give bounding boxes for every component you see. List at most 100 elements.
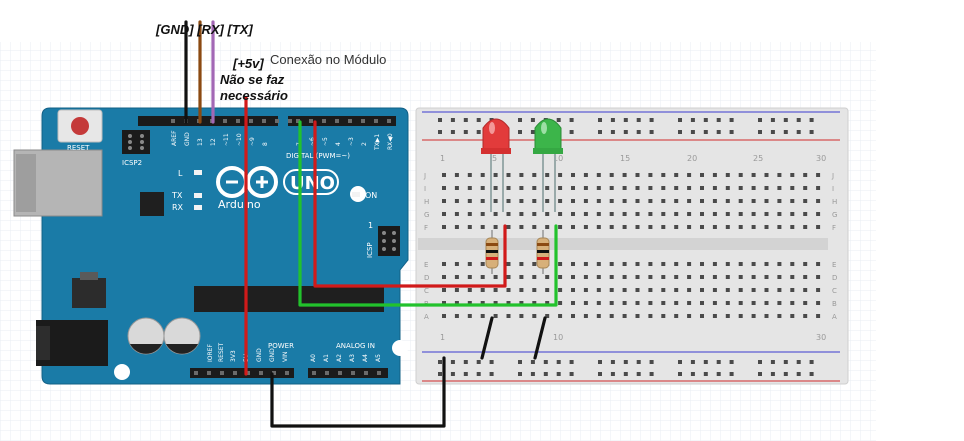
bb-rail-hole bbox=[649, 118, 654, 122]
bb-hole bbox=[480, 225, 485, 229]
bb-hole bbox=[545, 186, 550, 190]
bb-rail-hole bbox=[716, 372, 721, 376]
bb-hole bbox=[622, 301, 627, 305]
bb-rail-hole bbox=[690, 360, 695, 364]
bb-hole bbox=[635, 262, 640, 266]
bb-hole bbox=[480, 288, 485, 292]
bb-rail-hole bbox=[476, 130, 481, 134]
bb-hole bbox=[803, 314, 808, 318]
bb-hole bbox=[519, 173, 524, 177]
resistor-1 bbox=[485, 230, 499, 274]
bb-hole bbox=[635, 186, 640, 190]
bb-hole bbox=[803, 225, 808, 229]
pin-a4: A4 bbox=[362, 354, 369, 362]
bb-hole bbox=[519, 186, 524, 190]
bb-rail-hole bbox=[610, 372, 615, 376]
bb-hole bbox=[661, 262, 666, 266]
bb-rail-hole bbox=[610, 130, 615, 134]
bb-hole bbox=[558, 301, 563, 305]
bb-hole bbox=[622, 275, 627, 279]
bb-col-1b: 1 bbox=[440, 333, 445, 342]
bb-hole bbox=[532, 212, 537, 216]
bb-hole bbox=[712, 225, 717, 229]
bb-hole bbox=[583, 314, 588, 318]
bb-rail-hole bbox=[530, 372, 535, 376]
bb-hole bbox=[687, 173, 692, 177]
bb-hole bbox=[712, 314, 717, 318]
bb-hole bbox=[661, 173, 666, 177]
pin-8: 8 bbox=[262, 142, 269, 146]
bb-rail-hole bbox=[518, 118, 522, 122]
header-pin bbox=[377, 371, 381, 375]
bb-rail-hole bbox=[489, 372, 494, 376]
bb-hole bbox=[442, 275, 446, 279]
bb-rail-hole bbox=[770, 372, 775, 376]
bb-hole bbox=[442, 301, 446, 305]
bb-hole bbox=[777, 186, 782, 190]
pin-aref: AREF bbox=[171, 130, 178, 146]
bb-hole bbox=[454, 275, 459, 279]
bb-hole bbox=[738, 301, 743, 305]
header-pin bbox=[338, 371, 342, 375]
bb-hole bbox=[635, 225, 640, 229]
bb-rail-hole bbox=[796, 372, 801, 376]
bb-hole bbox=[506, 314, 511, 318]
bb-hole bbox=[777, 225, 782, 229]
bb-hole bbox=[493, 288, 498, 292]
bb-row-letter: A bbox=[832, 313, 837, 321]
bb-hole bbox=[622, 314, 627, 318]
bb-hole bbox=[545, 275, 550, 279]
bb-hole bbox=[596, 225, 601, 229]
bb-hole bbox=[712, 186, 717, 190]
bb-hole bbox=[532, 262, 537, 266]
bb-hole bbox=[493, 314, 498, 318]
bb-hole bbox=[648, 225, 653, 229]
bb-hole bbox=[558, 288, 563, 292]
bb-hole bbox=[622, 288, 627, 292]
usb-chip bbox=[140, 192, 164, 216]
bb-hole bbox=[454, 212, 459, 216]
bb-hole bbox=[751, 275, 756, 279]
bb-rail-hole bbox=[716, 130, 721, 134]
bb-hole bbox=[674, 199, 679, 203]
bb-hole bbox=[467, 301, 472, 305]
header-pin bbox=[259, 371, 263, 375]
header-pin bbox=[249, 119, 253, 123]
bb-hole bbox=[635, 275, 640, 279]
bb-hole bbox=[764, 225, 769, 229]
label-not-needed-1: Não se faz bbox=[220, 72, 285, 87]
pin-gnd-top: GND bbox=[184, 132, 191, 146]
bb-rail-hole bbox=[569, 372, 574, 376]
led-rx-label: RX bbox=[172, 203, 184, 212]
pin-3: ~3 bbox=[348, 137, 355, 146]
bb-hole bbox=[442, 173, 446, 177]
pin-5: ~5 bbox=[322, 137, 329, 146]
bb-hole bbox=[454, 262, 459, 266]
bb-hole bbox=[532, 275, 537, 279]
bb-rail-hole bbox=[758, 130, 762, 134]
bb-row-letter: B bbox=[832, 300, 837, 308]
microcontroller bbox=[194, 286, 384, 312]
bb-col-20: 20 bbox=[687, 154, 697, 163]
bb-hole bbox=[622, 173, 627, 177]
bb-hole bbox=[609, 262, 614, 266]
bb-row-letter: H bbox=[424, 198, 429, 206]
bb-hole bbox=[661, 225, 666, 229]
bb-hole bbox=[790, 288, 795, 292]
bb-rail-hole bbox=[623, 372, 628, 376]
bb-row-letter: J bbox=[423, 172, 426, 180]
bb-hole bbox=[609, 314, 614, 318]
bb-hole bbox=[571, 173, 575, 177]
bb-hole bbox=[674, 212, 679, 216]
pin-a1: A1 bbox=[323, 354, 330, 362]
bb-hole bbox=[725, 314, 730, 318]
bb-hole bbox=[816, 212, 821, 216]
voltage-regulator bbox=[72, 278, 106, 308]
bb-row-letter: D bbox=[424, 274, 429, 282]
pin-a2: A2 bbox=[336, 354, 343, 362]
bb-hole bbox=[725, 301, 730, 305]
bb-hole bbox=[480, 212, 485, 216]
bb-hole bbox=[467, 173, 472, 177]
bb-hole bbox=[687, 212, 692, 216]
bb-hole bbox=[596, 173, 601, 177]
